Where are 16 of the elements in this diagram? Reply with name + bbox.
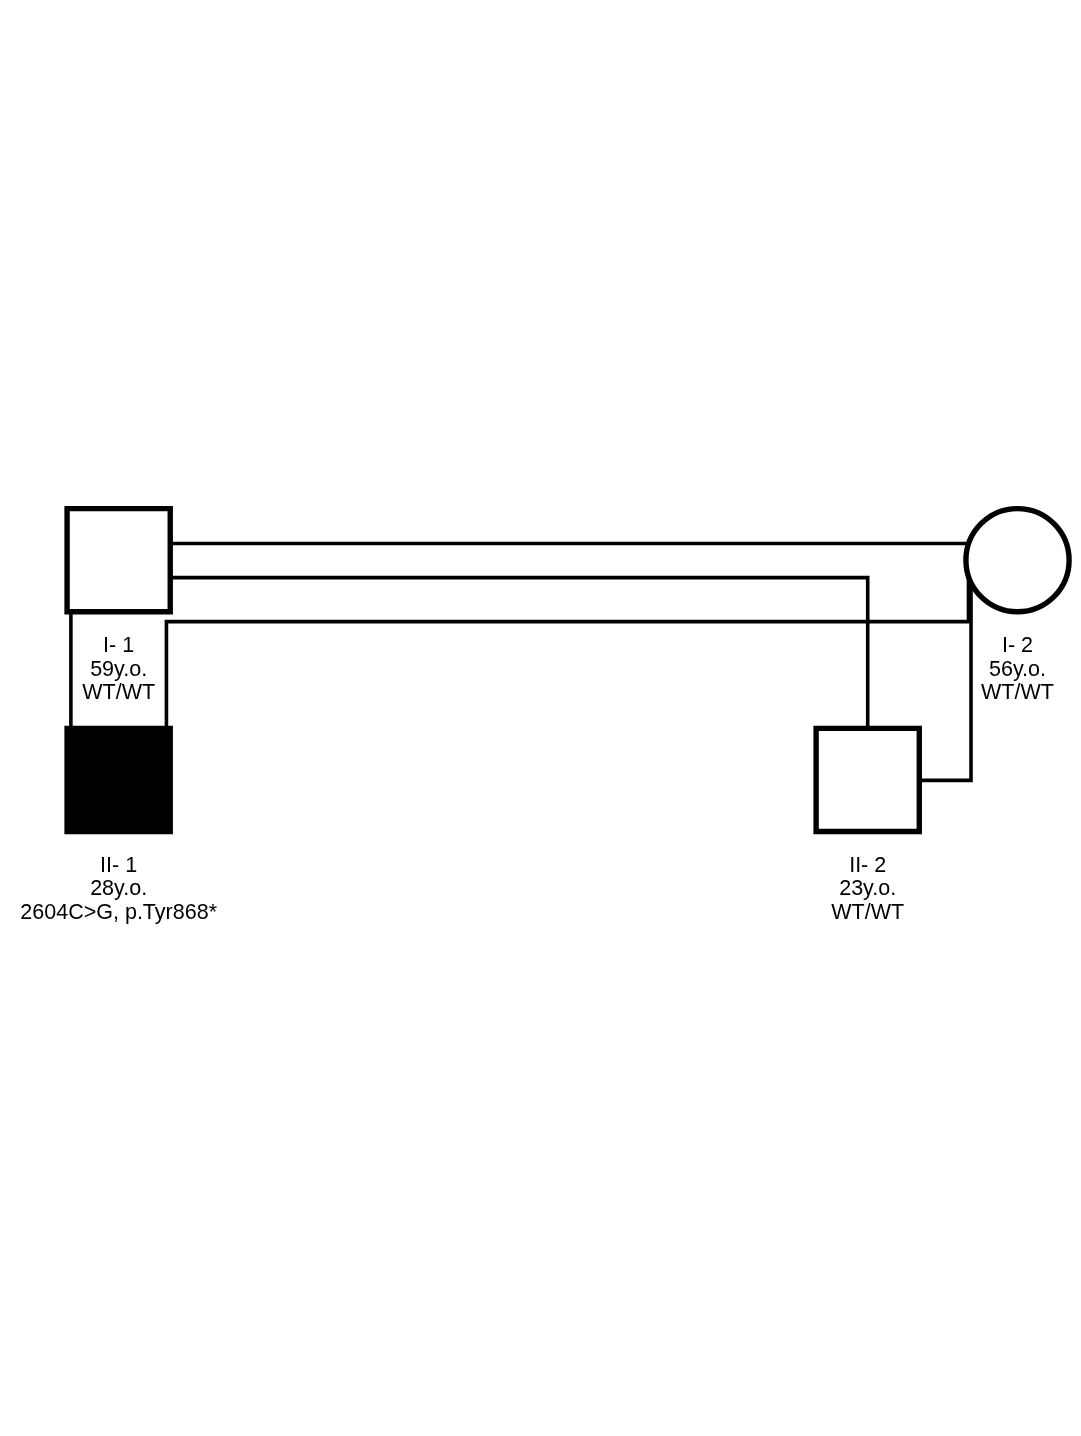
node-box <box>64 505 173 614</box>
node-label: 2604C>G, p.Tyr868* <box>20 899 218 924</box>
node-label: 56y.o. <box>989 656 1047 681</box>
node-label: 23y.o. <box>839 875 897 900</box>
connector <box>69 611 73 728</box>
node-box <box>813 725 922 834</box>
node-label: II- 1 <box>100 852 138 877</box>
node-circle <box>963 505 1072 614</box>
node-label: WT/WT <box>831 899 905 924</box>
connector <box>170 541 969 545</box>
node-label: I- 1 <box>103 632 135 657</box>
node-box <box>64 725 173 834</box>
node-label: II- 2 <box>849 852 887 877</box>
node-label: I- 2 <box>1001 632 1034 657</box>
node-label: 59y.o. <box>90 656 148 681</box>
node-label: 28y.o. <box>90 875 148 900</box>
